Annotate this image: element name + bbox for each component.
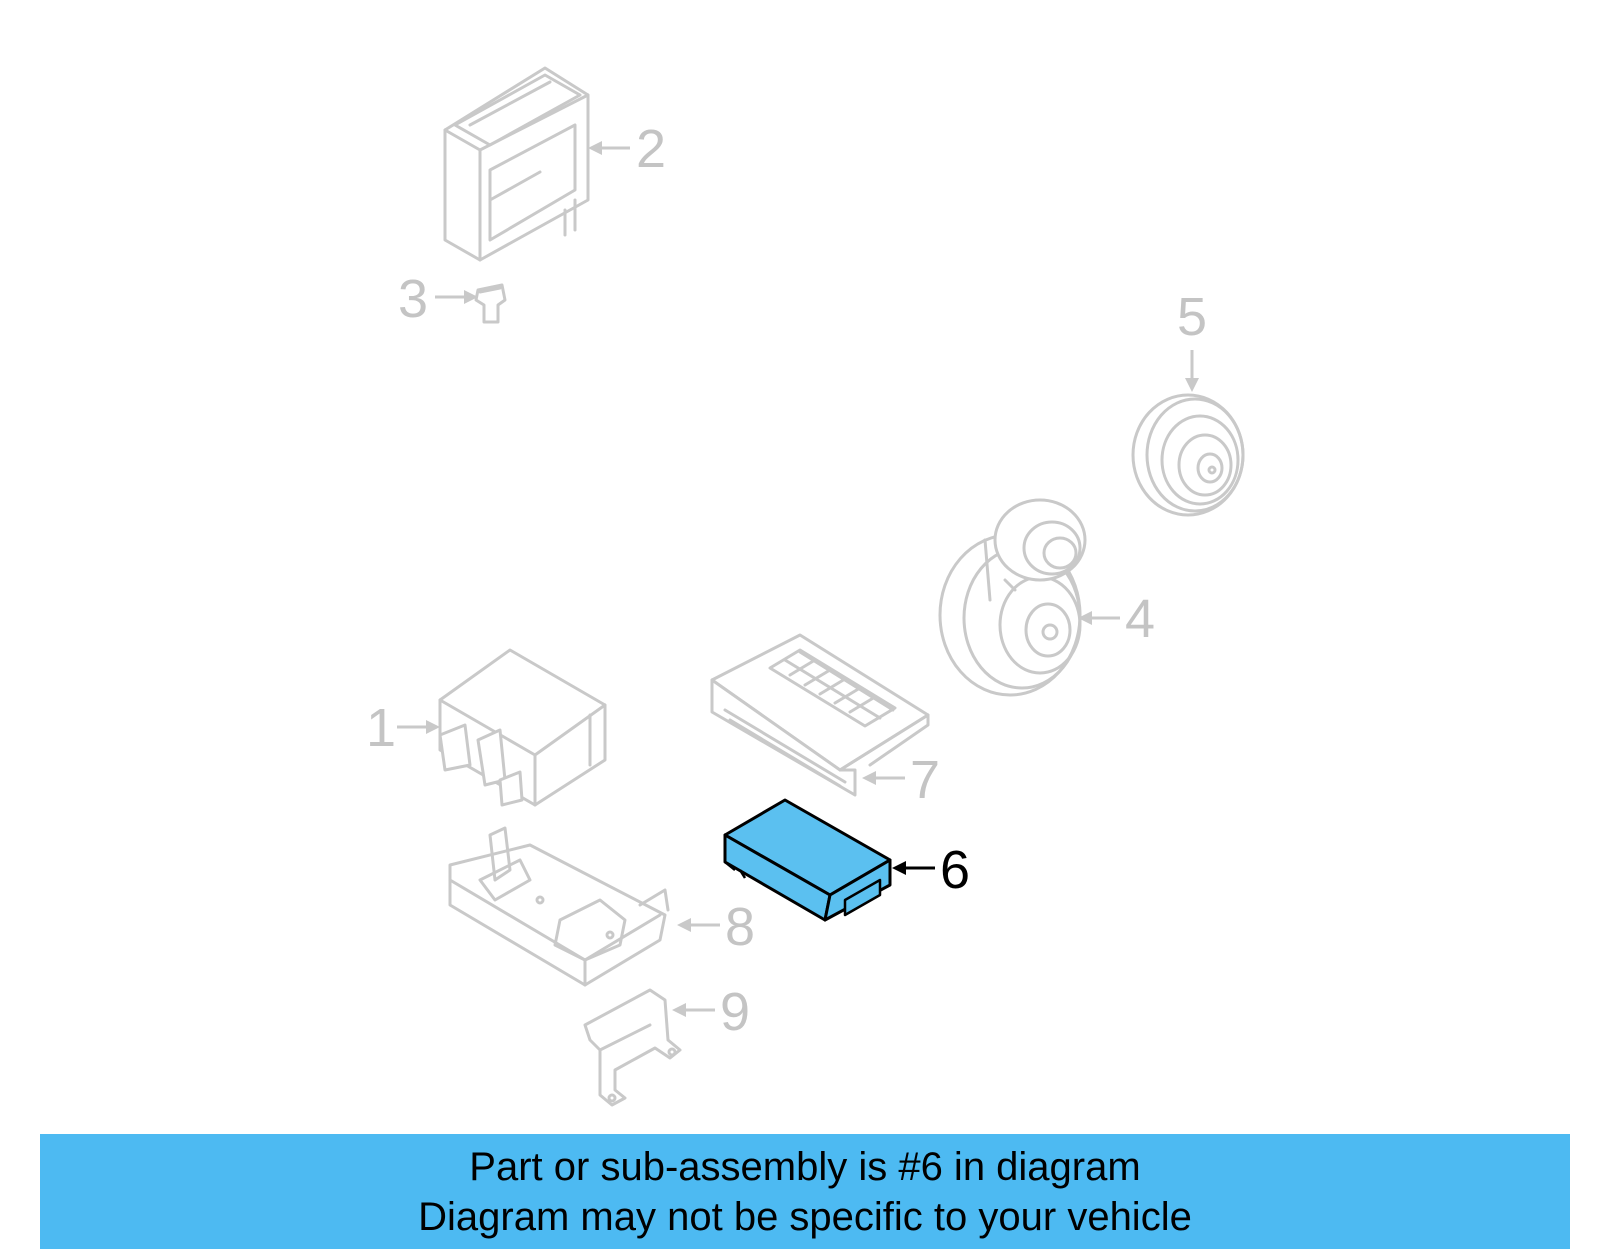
part-6-module-highlighted[interactable] [723, 798, 892, 922]
part-5-speaker[interactable] [1131, 393, 1245, 517]
banner-line-2: Diagram may not be specific to your vehi… [418, 1195, 1192, 1239]
info-banner: Part or sub-assembly is #6 in diagram Di… [40, 1134, 1570, 1249]
callout-number-4: 4 [1125, 589, 1155, 649]
callout-number-2: 2 [636, 119, 666, 179]
callout-number-7: 7 [910, 750, 940, 810]
banner-line-1: Part or sub-assembly is #6 in diagram [469, 1145, 1141, 1189]
callout-number-8: 8 [725, 897, 755, 957]
part-7-unit[interactable] [710, 633, 930, 797]
part-8-bracket[interactable] [448, 826, 670, 987]
part-9-bracket[interactable] [583, 988, 682, 1107]
callout-arrows [397, 141, 1199, 1017]
callout-number-9: 9 [720, 982, 750, 1042]
callout-number-5: 5 [1177, 287, 1207, 347]
callout-number-3: 3 [398, 269, 428, 329]
parts-diagram: 2 3 5 4 7 1 6 8 9 [366, 66, 1245, 1107]
part-4-speaker[interactable] [938, 498, 1087, 697]
part-2-module[interactable] [443, 66, 590, 262]
callout-number-1: 1 [366, 698, 396, 758]
part-1-module[interactable] [438, 648, 607, 807]
part-3-clip[interactable] [474, 283, 507, 324]
callout-labels: 2 3 5 4 7 1 6 8 9 [366, 119, 1207, 1042]
callout-number-6: 6 [940, 840, 970, 900]
